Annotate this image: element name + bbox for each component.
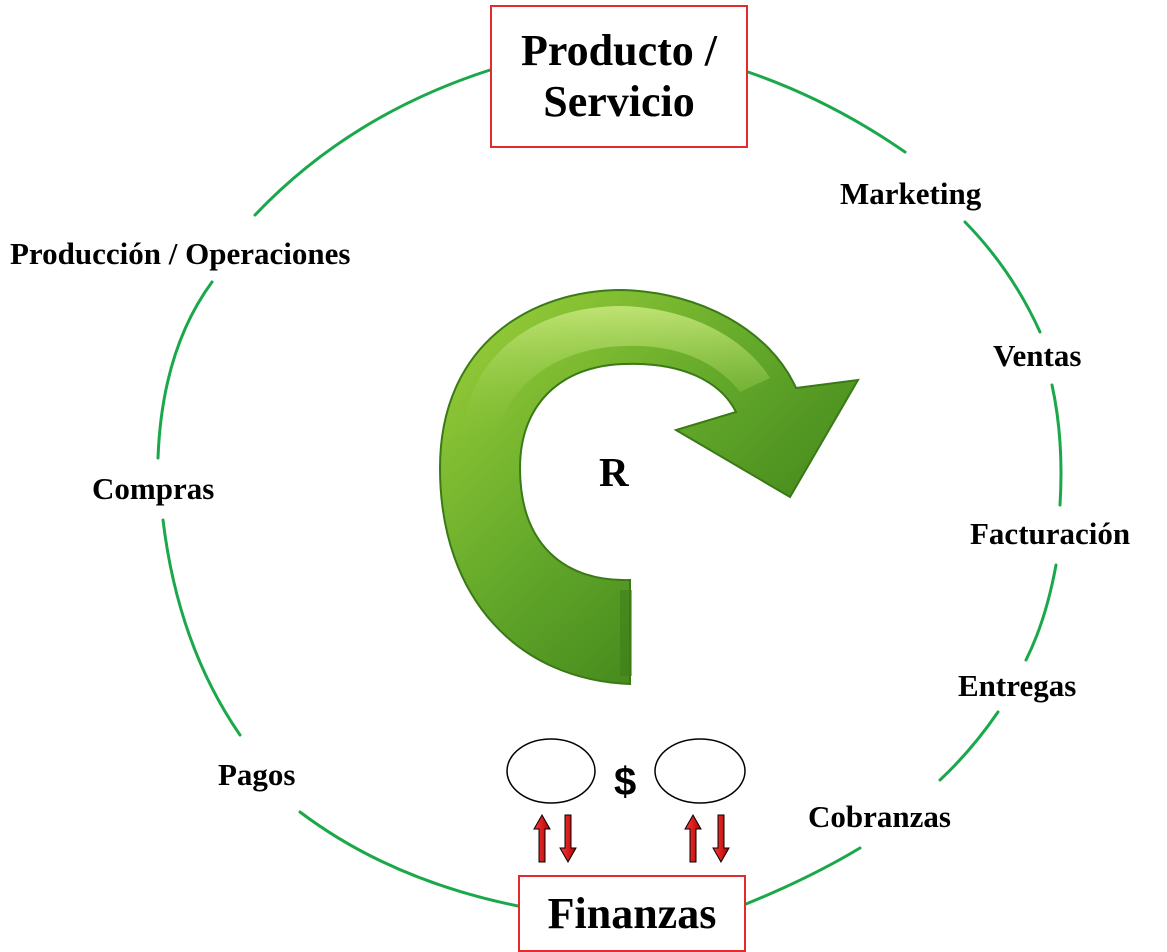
ring-segment-top-right [746, 70, 907, 154]
ring-segment-marketing-ventas [963, 220, 1042, 334]
ring-segment-cobranzas-finanzas [744, 846, 862, 906]
step-label-entregas: Entregas [958, 668, 1077, 703]
ring-segment-finanzas-pagos [298, 810, 520, 908]
up-arrow-icon [684, 813, 702, 863]
step-label-marketing: Marketing [840, 176, 982, 211]
product-service-box: Producto / Servicio [490, 5, 748, 148]
up-arrow-icon [533, 813, 551, 863]
down-arrow-icon [559, 814, 577, 864]
product-service-line1: Producto / [521, 25, 717, 75]
finance-label: Finanzas [547, 889, 717, 938]
cycle-arrow-icon [438, 288, 860, 686]
center-label: R [599, 449, 629, 495]
cycle-ring [156, 68, 1063, 908]
step-label-facturacion: Facturación [970, 516, 1131, 551]
ring-segment-entregas-cobranzas [938, 710, 1000, 782]
ring-segment-compras-produccion [156, 280, 214, 460]
currency-symbol: $ [614, 760, 637, 804]
ring-segment-ventas-facturacion [1050, 383, 1063, 507]
oval-left [506, 738, 596, 804]
ring-segment-pagos-compras [161, 518, 242, 737]
oval-right [654, 738, 746, 804]
down-arrow-icon [712, 814, 730, 864]
ring-segment-produccion-top [253, 68, 492, 217]
step-label-pagos: Pagos [218, 757, 296, 792]
product-service-line2: Servicio [543, 76, 695, 126]
finance-box: Finanzas [518, 875, 746, 952]
step-label-cobranzas: Cobranzas [808, 799, 951, 834]
step-label-ventas: Ventas [993, 338, 1082, 373]
ring-segment-facturacion-entregas [1024, 563, 1058, 662]
step-label-compras: Compras [92, 471, 215, 506]
step-label-produccion: Producción / Operaciones [10, 236, 351, 271]
